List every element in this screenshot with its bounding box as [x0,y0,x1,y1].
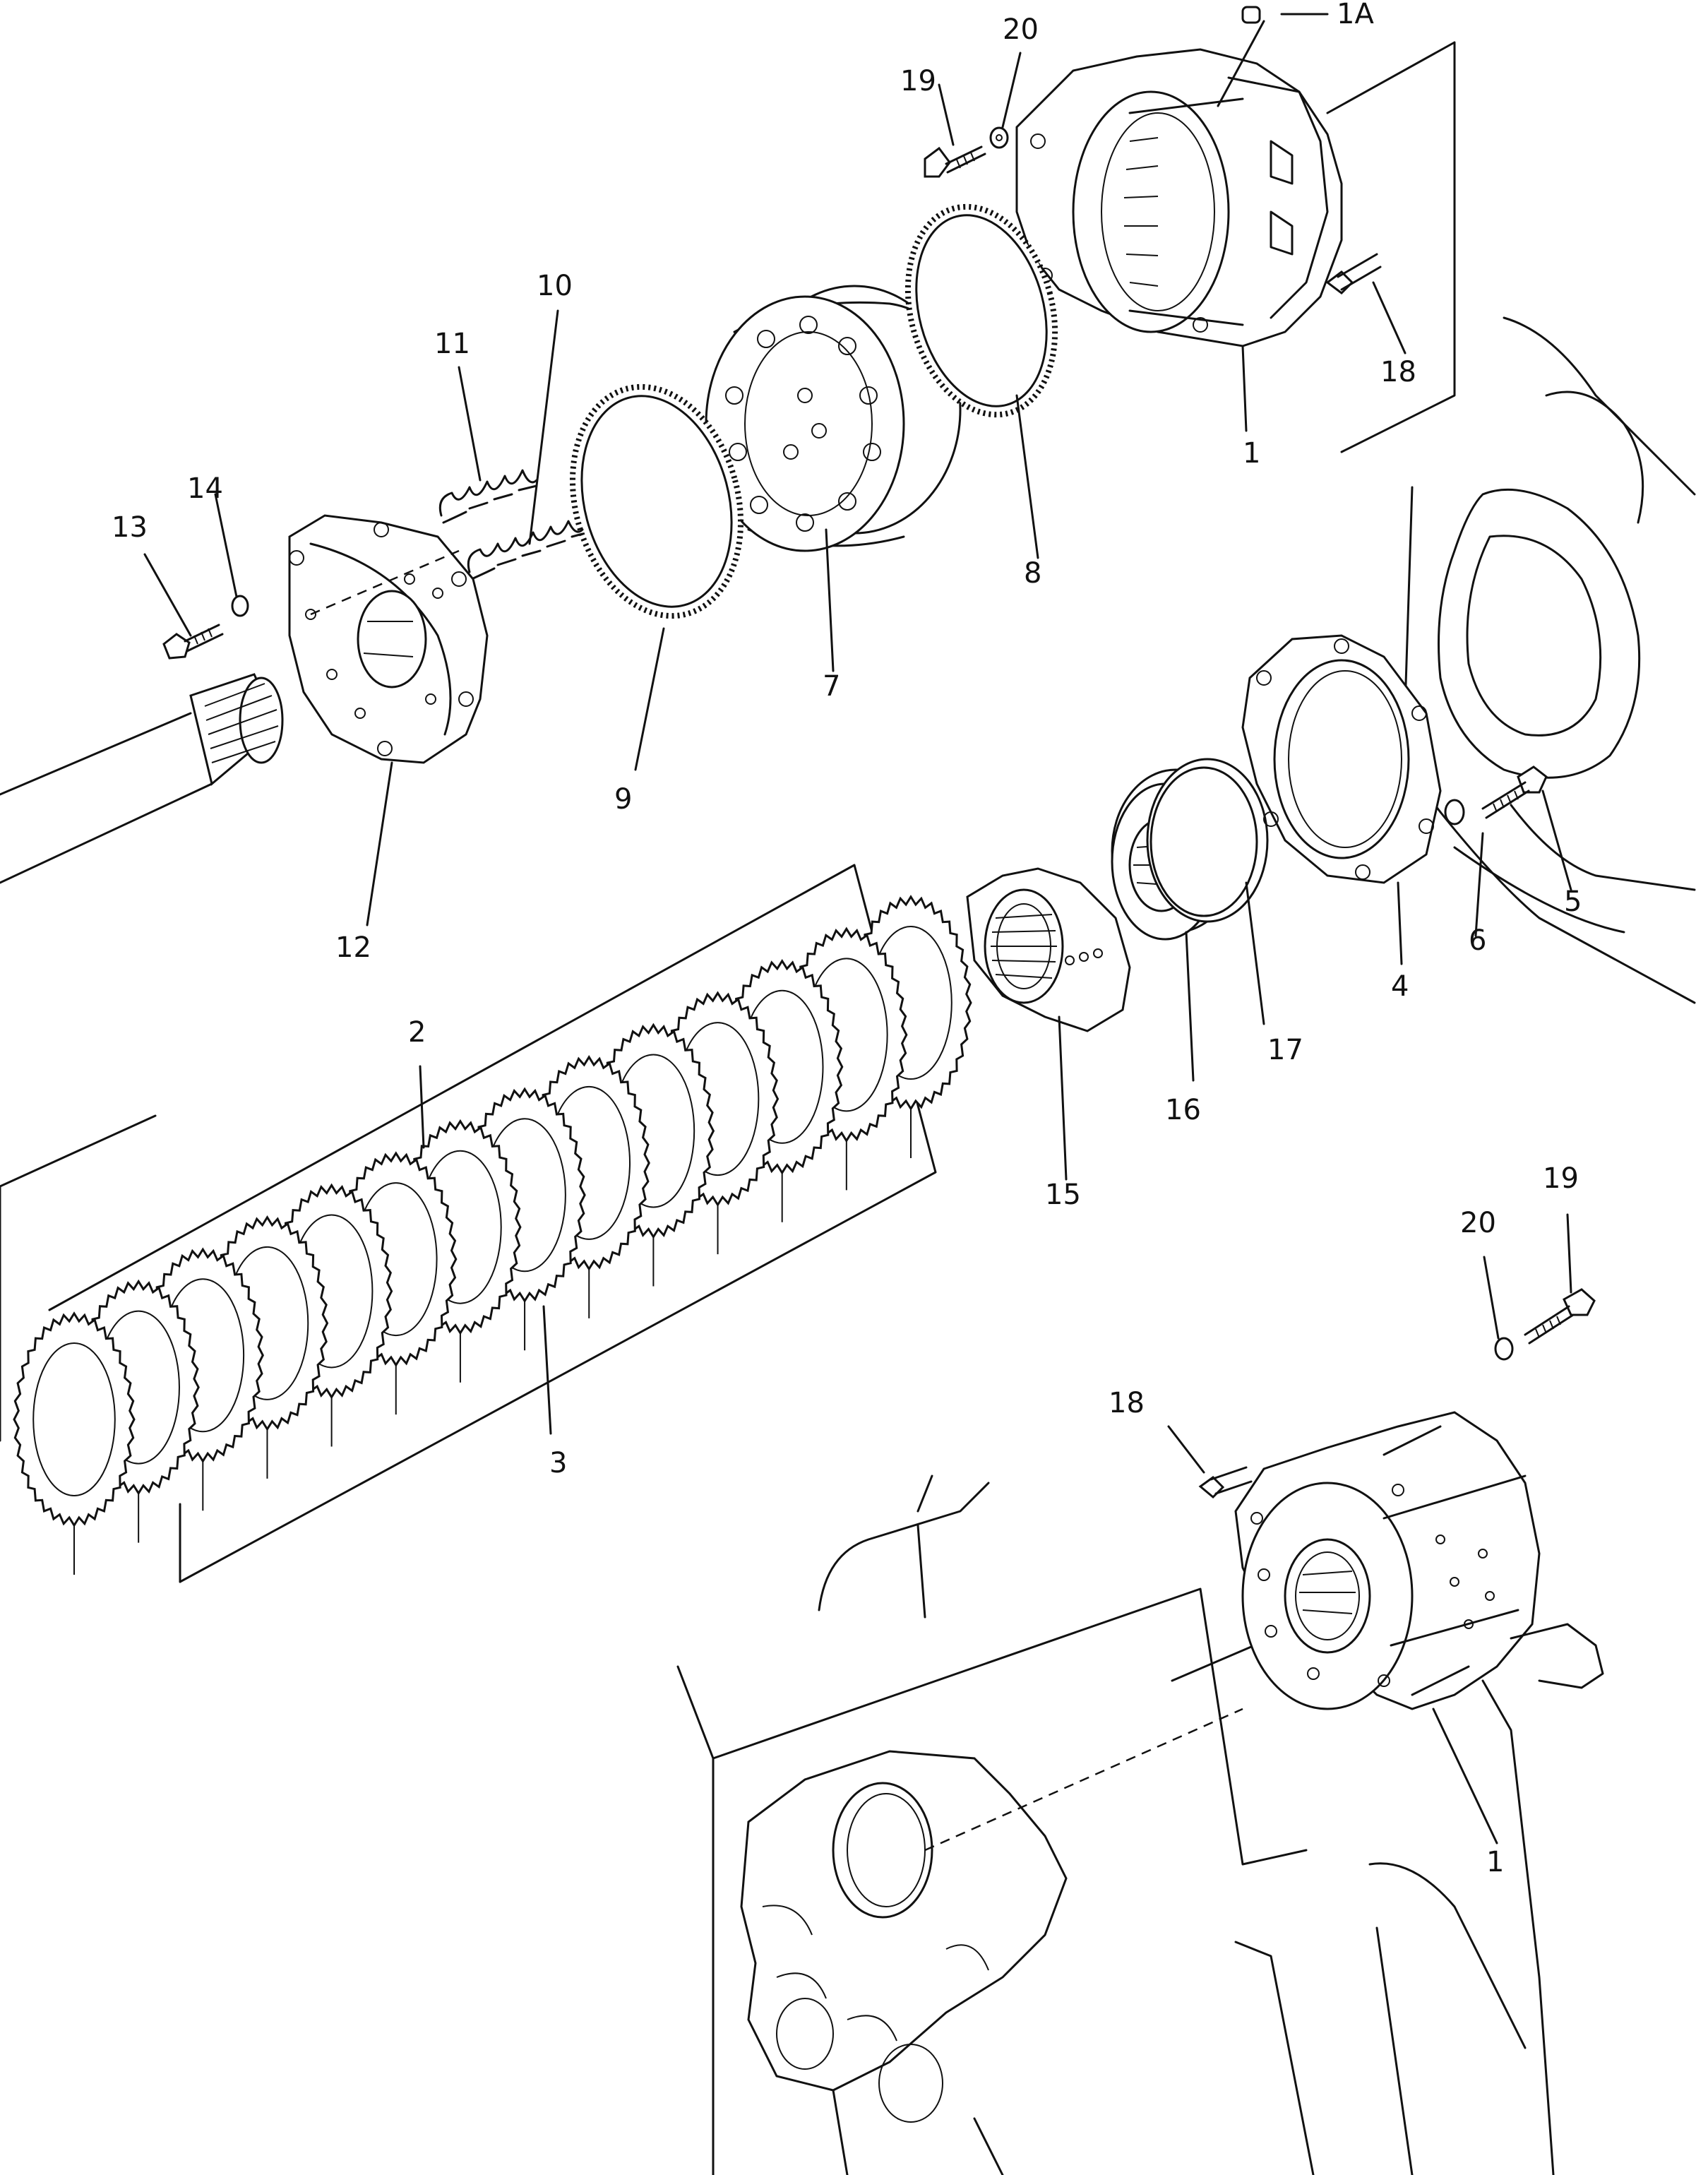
bolt-19-top [924,145,986,178]
callout-14: 14 [187,472,223,505]
washer-20-top [989,126,1009,149]
callout-17: 17 [1267,1034,1303,1066]
callout-20-bottom: 20 [1460,1207,1496,1239]
callout-10: 10 [537,270,573,302]
callout-19-top: 19 [900,65,936,97]
callout-6: 6 [1469,924,1486,957]
hub-15 [966,867,1131,1032]
callout-11: 11 [434,328,470,360]
washer-14 [231,595,249,617]
callout-18-bottom: 18 [1109,1387,1145,1419]
seal-ring-8 [904,203,1058,418]
callout-4: 4 [1391,970,1409,1003]
callout-13: 13 [112,511,148,544]
washer-6 [1444,799,1465,826]
transmission-case-lower [676,1474,1555,2175]
clutch-disc-bore [32,1342,116,1496]
frame-line-top [1326,41,1456,453]
assembly-centerline-bottom [924,1708,1243,1852]
clutch-housing-top [1015,6,1343,347]
callout-1-top: 1 [1243,437,1260,470]
callout-5: 5 [1564,886,1582,918]
washer-20-bottom [1494,1337,1514,1361]
bolt-19-bottom [1524,1288,1596,1345]
callout-labels: 1A 20 19 18 1 10 11 14 13 8 7 9 12 2 3 1… [112,0,1582,1878]
end-plate-12 [288,514,489,764]
callout-7: 7 [823,670,840,703]
callout-18-top: 18 [1380,356,1416,388]
input-shaft [0,673,284,884]
callout-16: 16 [1165,1094,1201,1126]
callout-9: 9 [614,783,632,816]
callout-1-bottom: 1 [1486,1846,1504,1878]
transmission-case-upper [1404,316,1696,1004]
clutch-discs [13,895,972,1575]
callout-1a: 1A [1337,0,1374,30]
callout-3: 3 [549,1447,567,1479]
callout-2: 2 [408,1016,426,1049]
bolt-5 [1481,765,1548,819]
seal-ring-9 [569,383,744,619]
bolt-13 [162,624,224,660]
snap-ring-17 [1146,758,1269,923]
callout-8: 8 [1024,557,1041,590]
spring-10 [467,520,584,580]
callout-15: 15 [1045,1179,1081,1211]
leader-lines [143,13,1572,1845]
dowel-pin-18-top [1325,253,1382,294]
clutch-housing-bottom [1234,1411,1604,1710]
callout-19-bottom: 19 [1543,1162,1579,1195]
callout-12: 12 [335,931,371,964]
dowel-pin-18-bottom [1198,1466,1253,1499]
retainer-4 [1241,634,1442,884]
callout-20-top: 20 [1003,13,1039,46]
clutch-disc-pack [0,864,972,1583]
spring-11 [438,469,538,524]
